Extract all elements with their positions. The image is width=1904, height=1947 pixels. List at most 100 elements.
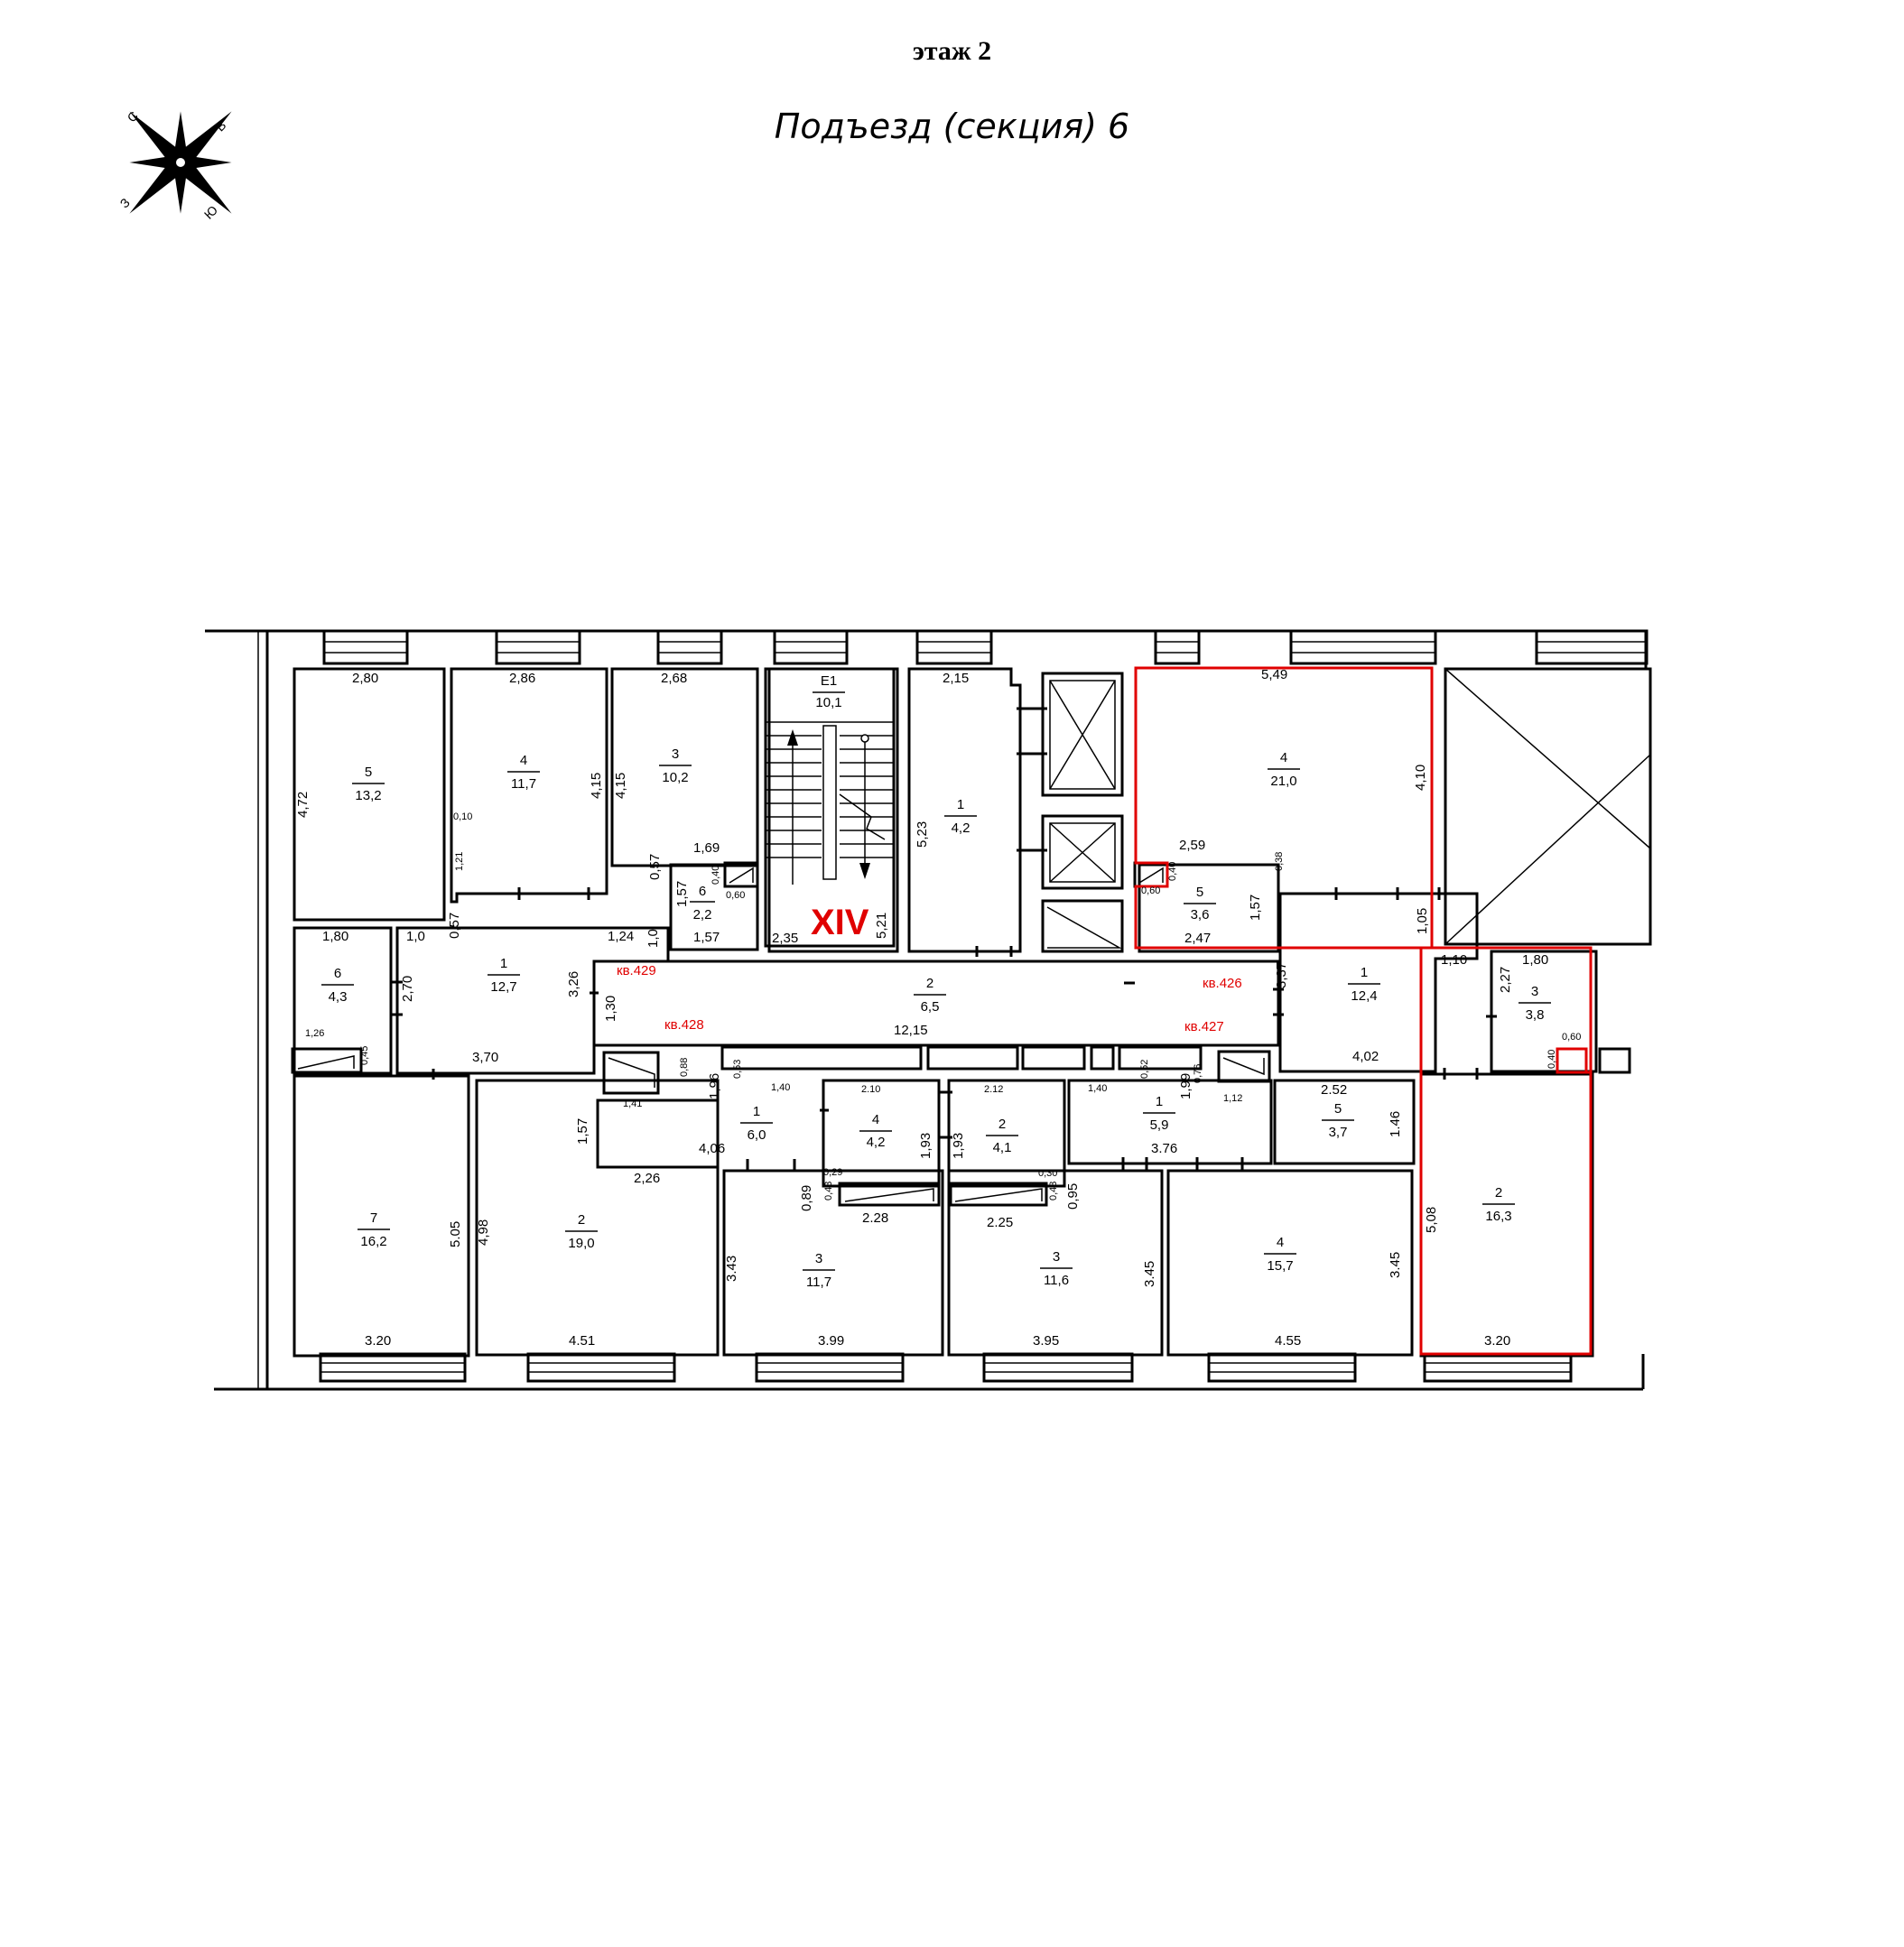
svg-text:1,10: 1,10 [1441,952,1467,968]
svg-text:3.99: 3.99 [818,1333,844,1349]
svg-text:4,10: 4,10 [1413,765,1428,791]
svg-text:5.05: 5.05 [448,1221,463,1247]
svg-text:6,0: 6,0 [748,1127,766,1143]
svg-text:2,86: 2,86 [509,671,535,686]
svg-text:2,80: 2,80 [352,671,378,686]
svg-text:2: 2 [998,1117,1006,1132]
svg-text:6: 6 [334,966,341,981]
svg-text:3: 3 [815,1251,822,1266]
svg-text:4,06: 4,06 [699,1141,725,1156]
svg-text:11,6: 11,6 [1044,1273,1069,1288]
svg-text:1,57: 1,57 [674,881,690,907]
svg-text:3.20: 3.20 [365,1333,391,1349]
svg-text:1: 1 [957,797,964,812]
svg-text:0,88: 0,88 [679,1058,690,1077]
svg-text:4: 4 [1280,750,1287,765]
svg-text:3.45: 3.45 [1388,1252,1403,1278]
svg-text:10,1: 10,1 [815,695,841,710]
svg-text:1,12: 1,12 [1223,1093,1242,1104]
svg-text:0,43: 0,43 [823,1182,834,1201]
room-label: 411,7 [507,753,540,792]
svg-text:11,7: 11,7 [511,776,536,792]
svg-text:2.12: 2.12 [984,1084,1003,1095]
svg-text:0,60: 0,60 [1562,1032,1581,1043]
svg-text:2,47: 2,47 [1184,931,1211,946]
svg-text:4,3: 4,3 [329,989,348,1005]
floor-title: этаж 2 [912,36,992,66]
apt-label-429: кв.429 [617,963,656,978]
svg-text:2,70: 2,70 [400,976,415,1002]
svg-text:2,27: 2,27 [1498,967,1513,993]
svg-text:0,57: 0,57 [447,913,462,939]
svg-text:1,57: 1,57 [575,1118,590,1145]
room-label: 310,2 [659,746,692,785]
room-label: 62,2 [690,884,715,923]
svg-text:1.46: 1.46 [1388,1111,1403,1137]
room-label: 33,8 [1519,984,1551,1023]
stairwell: XIV [764,667,896,948]
svg-text:0,52: 0,52 [1139,1060,1150,1079]
svg-text:4.51: 4.51 [569,1333,595,1349]
svg-text:0,89: 0,89 [799,1185,814,1211]
svg-text:11,7: 11,7 [806,1275,831,1290]
svg-text:2,15: 2,15 [943,671,969,686]
apartment-outlines [1134,666,1593,1356]
svg-text:0,40: 0,40 [1167,862,1178,881]
room-label: 716,2 [358,1210,390,1249]
room-label: 53,7 [1322,1101,1354,1140]
svg-text:3,7: 3,7 [1329,1125,1348,1140]
svg-text:1,30: 1,30 [603,996,618,1022]
svg-text:2: 2 [1495,1185,1502,1201]
svg-text:2,2: 2,2 [693,907,712,923]
svg-text:21,0: 21,0 [1270,774,1296,789]
apt-label-428: кв.428 [664,1017,704,1033]
svg-text:4,72: 4,72 [295,792,311,818]
svg-text:2: 2 [578,1212,585,1228]
svg-text:5,9: 5,9 [1150,1117,1169,1133]
room-label: 24,1 [986,1117,1018,1155]
compass-rose-icon [129,111,232,214]
apt-label-426: кв.426 [1203,976,1242,991]
room-label: 15,9 [1143,1094,1175,1133]
svg-text:16,3: 16,3 [1485,1209,1511,1224]
svg-text:3,26: 3,26 [566,971,581,997]
svg-text:1,0: 1,0 [646,929,661,948]
svg-text:2.52: 2.52 [1321,1082,1347,1098]
svg-text:4,2: 4,2 [867,1135,886,1150]
svg-text:1,80: 1,80 [1522,952,1548,968]
svg-text:0,29: 0,29 [823,1167,842,1178]
entrance-title: Подъезд (секция) 6 [774,107,1130,146]
svg-text:Е1: Е1 [821,673,837,689]
apt-label-427: кв.427 [1184,1019,1224,1034]
svg-text:4,15: 4,15 [613,773,628,799]
svg-text:1,26: 1,26 [305,1028,324,1039]
svg-text:3.76: 3.76 [1151,1141,1177,1156]
svg-text:1,0: 1,0 [406,929,425,944]
svg-text:19,0: 19,0 [568,1236,594,1251]
svg-text:1,40: 1,40 [1088,1083,1107,1094]
svg-text:4,15: 4,15 [589,773,604,799]
room-label: 415,7 [1264,1235,1296,1274]
compass-south: Ю [201,202,220,221]
svg-text:16,2: 16,2 [360,1234,386,1249]
svg-text:0,45: 0,45 [359,1046,370,1065]
svg-text:4: 4 [872,1112,879,1127]
svg-text:2.10: 2.10 [861,1084,880,1095]
room-label: 216,3 [1482,1185,1515,1224]
svg-text:1,05: 1,05 [1415,908,1430,934]
svg-text:15,7: 15,7 [1267,1258,1293,1274]
rooms [291,667,1652,1358]
svg-text:1,40: 1,40 [771,1082,790,1093]
svg-text:2.28: 2.28 [862,1210,888,1226]
svg-text:3,37: 3,37 [1274,962,1289,988]
room-label: 219,0 [565,1212,598,1251]
svg-text:0,53: 0,53 [732,1060,743,1079]
svg-text:0,38: 0,38 [1274,852,1285,871]
svg-text:0,40: 0,40 [1546,1050,1557,1069]
room-label: 64,3 [321,966,354,1005]
svg-text:0,95: 0,95 [1065,1183,1081,1210]
svg-text:1,80: 1,80 [322,929,348,944]
svg-text:3,8: 3,8 [1526,1007,1545,1023]
svg-text:2,68: 2,68 [661,671,687,686]
